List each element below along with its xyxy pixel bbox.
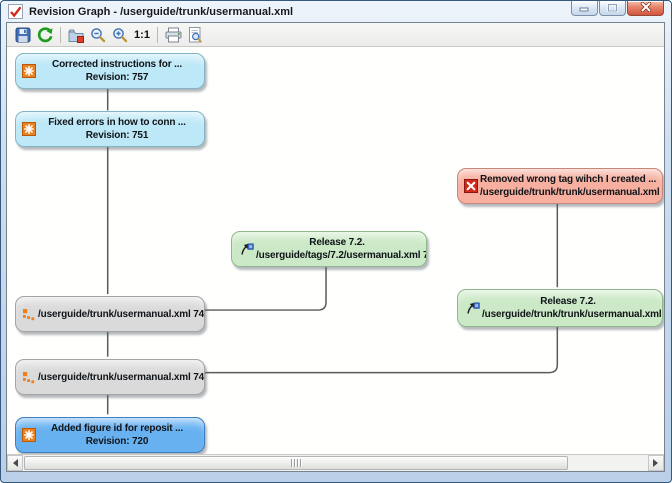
horizontal-scrollbar[interactable]	[7, 455, 664, 471]
thumb-grip-icon	[294, 459, 295, 467]
modified-icon	[22, 122, 36, 136]
print-preview-icon	[187, 26, 203, 43]
print-button[interactable]	[162, 25, 184, 45]
refresh-button[interactable]	[34, 25, 56, 45]
refresh-icon	[37, 26, 53, 43]
node-line: /userguide/trunk/trunk/usermanual.xml 74…	[482, 309, 662, 320]
node-line: Corrected instructions for ...	[52, 59, 182, 70]
left-arrow-icon	[9, 459, 18, 467]
revision-graph-canvas[interactable]: Corrected instructions for ... Revision: …	[7, 47, 664, 455]
thumb-grip-icon	[297, 459, 298, 467]
minimize-icon	[579, 1, 590, 17]
graph-node-rev-720[interactable]: Added figure id for reposit ... Revision:…	[15, 417, 205, 453]
app-icon	[8, 4, 23, 19]
zoom-out-button[interactable]	[87, 25, 109, 45]
renamed-icon	[464, 300, 480, 316]
toolbar-separator	[157, 26, 158, 43]
graph-node-rev-751[interactable]: Fixed errors in how to conn ... Revision:…	[15, 111, 205, 147]
title-bar[interactable]: Revision Graph - /userguide/trunk/userma…	[1, 1, 671, 22]
save-button[interactable]	[12, 25, 34, 45]
node-line: Added figure id for reposit ...	[50, 423, 184, 434]
node-text: Added figure id for reposit ... Revision:…	[36, 422, 204, 448]
node-line: Fixed errors in how to conn ...	[48, 117, 186, 128]
node-line: Revision: 720	[85, 436, 149, 447]
scroll-right-button[interactable]	[648, 455, 664, 471]
window-controls	[570, 1, 664, 16]
renamed-icon	[238, 241, 254, 257]
node-text: /userguide/trunk/usermanual.xml 746	[36, 371, 204, 384]
close-icon	[640, 1, 652, 17]
node-line: /userguide/trunk/usermanual.xml 746	[38, 371, 204, 383]
zoom-in-button[interactable]	[109, 25, 131, 45]
toolbar: 1:1	[7, 23, 664, 47]
tree-icon	[22, 308, 36, 321]
save-icon	[15, 27, 31, 43]
node-line: Revision: 751	[85, 130, 149, 141]
maximize-button[interactable]	[599, 1, 626, 16]
scrollbar-thumb[interactable]	[24, 456, 568, 470]
node-line: Release 7.2.	[540, 296, 596, 307]
graph-node-rev-747-branch[interactable]: Release 7.2. /userguide/trunk/trunk/userm…	[457, 289, 663, 327]
overview-icon	[68, 27, 84, 43]
node-line: Revision: 757	[85, 72, 149, 83]
scroll-left-button[interactable]	[7, 455, 23, 471]
print-preview-button[interactable]	[184, 25, 206, 45]
node-line: /userguide/tags/7.2/usermanual.xml 748	[256, 250, 426, 261]
edge-rev-747-trunk-to-rev-748-tag	[204, 265, 327, 311]
zoom-out-icon	[90, 27, 106, 43]
modified-icon	[22, 428, 36, 442]
graph-node-rev-749[interactable]: Removed wrong tag wihch I created ... /us…	[457, 168, 663, 204]
node-line: Release 7.2.	[309, 237, 365, 248]
right-arrow-icon	[653, 459, 662, 467]
node-text: /userguide/trunk/usermanual.xml 747	[36, 308, 204, 321]
edge-rev-746-trunk-to-rev-747-branch	[204, 324, 559, 374]
thumb-grip-icon	[291, 459, 292, 467]
zoom-in-icon	[112, 27, 128, 43]
toolbar-separator	[60, 26, 61, 43]
deleted-icon	[464, 179, 478, 193]
graph-node-rev-746-trunk[interactable]: /userguide/trunk/usermanual.xml 746	[15, 359, 205, 395]
tree-icon	[22, 371, 36, 384]
node-text: Release 7.2. /userguide/trunk/trunk/userm…	[480, 295, 662, 321]
node-line: Removed wrong tag wihch I created ...	[480, 174, 657, 185]
graph-node-rev-747-trunk[interactable]: /userguide/trunk/usermanual.xml 747	[15, 296, 205, 332]
modified-icon	[22, 64, 36, 78]
zoom-100-button[interactable]: 1:1	[131, 25, 153, 45]
node-line: /userguide/trunk/trunk/usermanual.xml 74…	[480, 187, 662, 198]
node-text: Removed wrong tag wihch I created ... /us…	[478, 173, 662, 199]
minimize-button[interactable]	[571, 1, 598, 16]
show-overview-button[interactable]	[65, 25, 87, 45]
graph-node-rev-757[interactable]: Corrected instructions for ... Revision: …	[15, 53, 205, 89]
maximize-icon	[607, 1, 618, 17]
close-button[interactable]	[627, 1, 664, 16]
thumb-grip-icon	[300, 459, 301, 467]
node-text: Fixed errors in how to conn ... Revision:…	[36, 116, 204, 142]
client-area: 1:1 Corrected instructions for ... Revisi…	[6, 22, 665, 472]
node-line: /userguide/trunk/usermanual.xml 747	[38, 308, 204, 320]
graph-node-rev-748-tag[interactable]: Release 7.2. /userguide/tags/7.2/usermanu…	[231, 231, 427, 267]
node-text: Release 7.2. /userguide/tags/7.2/usermanu…	[254, 236, 426, 262]
window-title: Revision Graph - /userguide/trunk/userma…	[29, 5, 294, 18]
print-icon	[165, 27, 182, 43]
zoom-100-label: 1:1	[134, 28, 150, 41]
node-text: Corrected instructions for ... Revision: …	[36, 58, 204, 84]
